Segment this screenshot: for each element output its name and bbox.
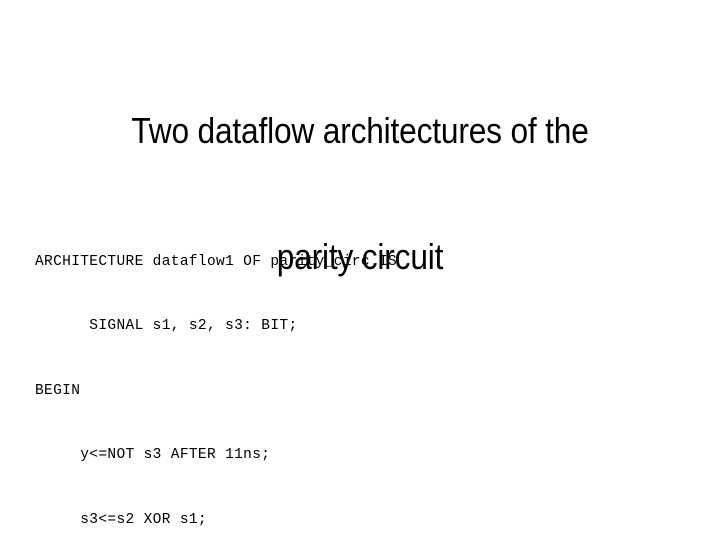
code-line: ARCHITECTURE dataflow1 OF parity_circ IS [35, 253, 398, 270]
page-title-line-1: Two dataflow architectures of the [131, 110, 589, 151]
vhdl-code-body: ARCHITECTURE dataflow1 OF parity_circ IS… [35, 144, 705, 540]
code-line: BEGIN [35, 382, 81, 399]
code-line: SIGNAL s1, s2, s3: BIT; [35, 318, 298, 334]
vhdl-architecture-dataflow1: ARCHITECTURE dataflow1 OF parity_circ IS… [35, 209, 705, 540]
page-title: Two dataflow architectures of the parity… [75, 26, 645, 362]
code-line: s3<=s2 XOR s1; [35, 511, 207, 528]
page-title-line-2: parity circuit [276, 236, 444, 277]
code-line: y<=NOT s3 AFTER 11ns; [35, 447, 271, 463]
